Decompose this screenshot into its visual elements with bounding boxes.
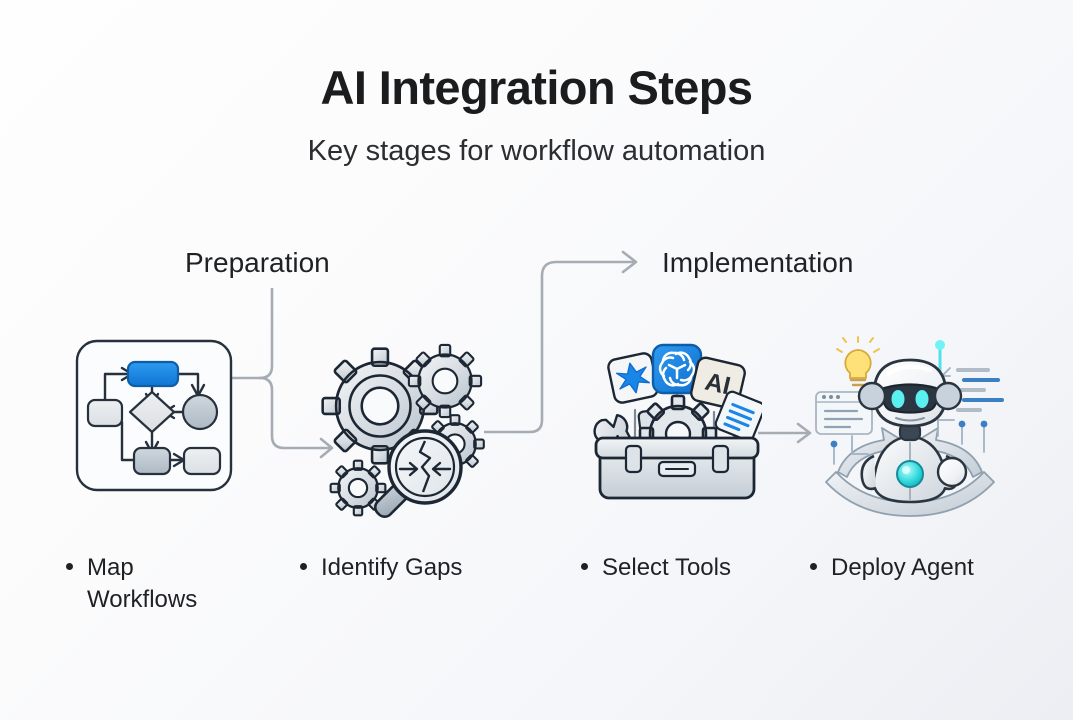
toolbox-ai-tools-icon: AI [592,338,766,503]
ai-robot-agent-icon [812,332,1008,522]
step-label-deploy-agent: Deploy Agent [831,554,974,581]
bullet-point-icon [300,563,307,570]
phase-title-implementation: Implementation [662,247,854,278]
phase-title-preparation: Preparation [185,247,330,278]
bracket-arrow-to-gears [226,286,350,480]
step-label-map-workflows: Map Workflows [87,554,198,613]
bullet-point-icon [66,563,73,570]
list-item: Identify Gaps [300,552,520,584]
bullet-point-icon [581,563,588,570]
arrow-toolbox-to-robot [757,418,820,448]
step-label-select-tools: Select Tools [602,554,731,581]
page-subtitle: Key stages for workflow automation [307,135,766,167]
list-item: Map Workflows [66,552,256,616]
page-title: AI Integration Steps [320,61,754,114]
arrow-to-implementation [482,248,654,444]
step-label-identify-gaps: Identify Gaps [321,554,463,581]
gears-magnifier-icon [318,336,490,528]
workflow-diagram-icon [74,338,234,493]
list-item: Deploy Agent [810,552,1040,584]
bullet-point-icon [810,563,817,570]
list-item: Select Tools [581,552,791,584]
